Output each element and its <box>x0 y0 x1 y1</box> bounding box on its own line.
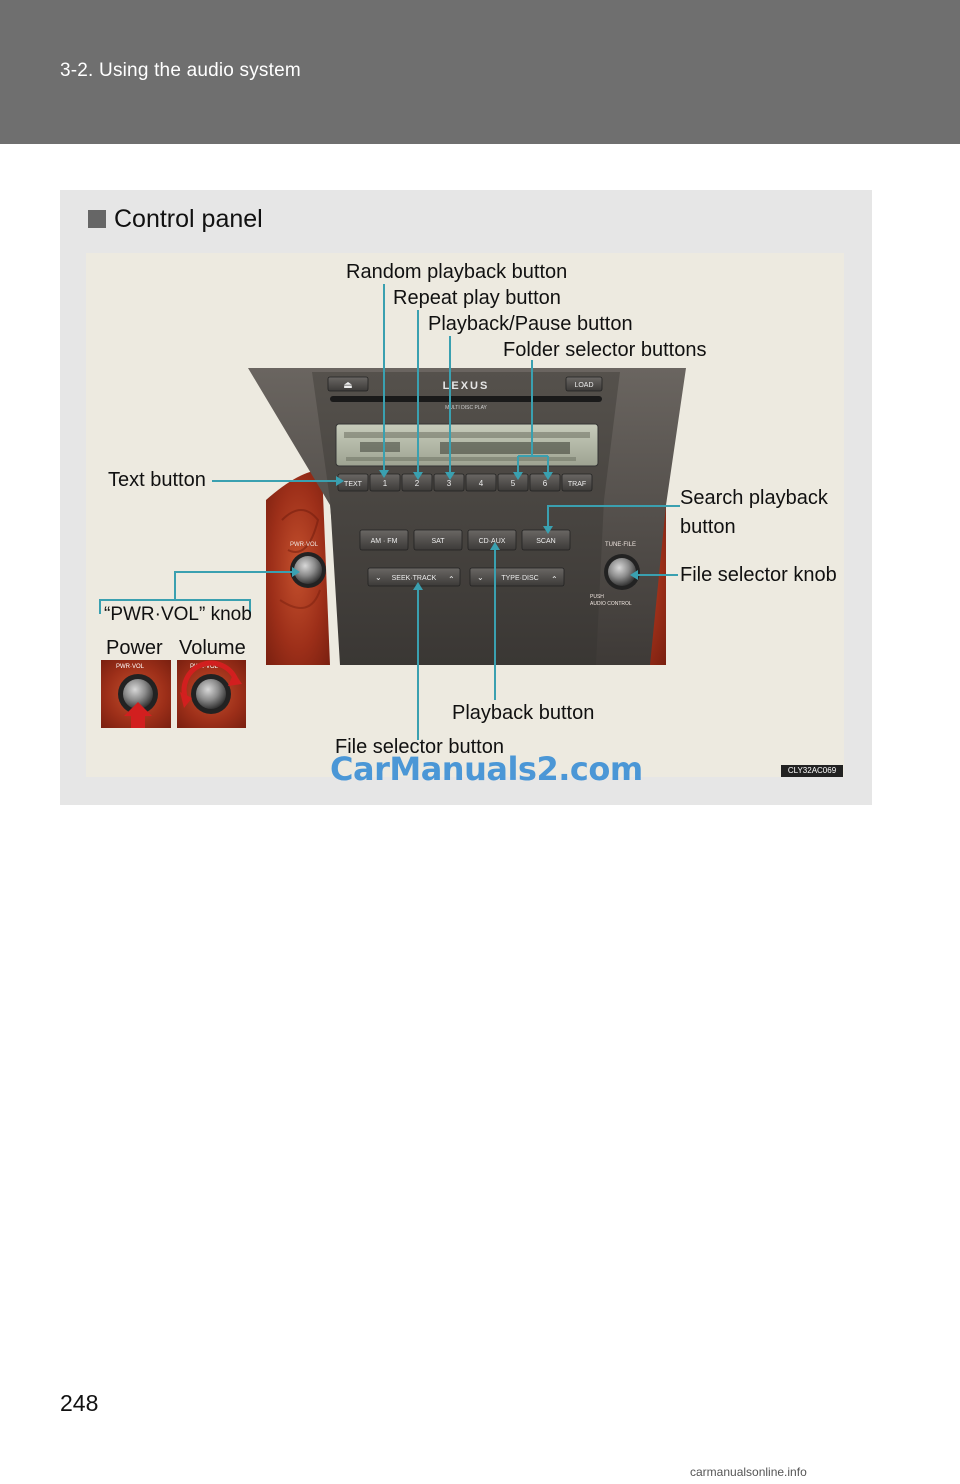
chevron-up-icon: ⌃ <box>448 575 455 584</box>
folder-selector-label: Folder selector buttons <box>503 339 707 361</box>
file-selector-button-label: File selector button <box>335 736 504 758</box>
am-fm-button[interactable] <box>359 529 409 551</box>
eject-icon: ⏏ <box>343 380 352 391</box>
load-button[interactable] <box>565 376 603 392</box>
panel-title: Control panel <box>88 205 263 234</box>
power-inset-label: PWR·VOL <box>116 664 145 670</box>
file-selector-knob-label: File selector knob <box>680 564 837 586</box>
press-arrow-icon <box>124 702 152 728</box>
random-playback-label: Random playback button <box>346 261 568 283</box>
type-disc-label: TYPE·DISC <box>501 575 538 582</box>
traf-label: TRAF <box>568 481 586 488</box>
callout-arrowheads <box>292 470 638 590</box>
pwr-vol-knob[interactable] <box>294 556 322 584</box>
preset-row: TEXT 1 2 3 4 5 6 TRAF <box>337 473 593 492</box>
preset-1-label: 1 <box>383 479 388 488</box>
push-label: PUSH <box>590 594 604 600</box>
power-label: Power <box>106 637 163 659</box>
am-fm-label: AM · FM <box>371 538 398 545</box>
rotate-arrow-icon <box>181 660 239 701</box>
cd-aux-label: CD·AUX <box>479 538 506 545</box>
preset-3-label: 3 <box>447 479 452 488</box>
watermark: CarManuals2.com <box>330 750 643 788</box>
playback-button-label: Playback button <box>452 702 595 724</box>
chevron-down-icon: ⌄ <box>477 573 484 582</box>
page-header: 3-2. Using the audio system <box>0 0 960 144</box>
eject-button[interactable] <box>327 376 369 392</box>
chevron-down-icon: ⌄ <box>375 573 382 582</box>
search-playback-label-2: button <box>680 516 736 538</box>
figure-code: CLY32AC069 <box>781 765 843 777</box>
volume-inset-label: PWR·VOL <box>190 664 219 670</box>
square-bullet-icon <box>88 210 106 228</box>
panel-title-text: Control panel <box>114 205 263 233</box>
preset-4-button[interactable] <box>465 473 497 492</box>
callout-lines <box>99 284 680 740</box>
page-number: 248 <box>60 1390 99 1416</box>
scan-label: SCAN <box>536 538 555 545</box>
unit-face <box>312 372 620 665</box>
sat-label: SAT <box>431 538 445 545</box>
brand-logo: LEXUS <box>443 380 490 392</box>
preset-5-label: 5 <box>511 479 516 488</box>
text-button-callout: Text button <box>108 469 206 491</box>
sat-button[interactable] <box>413 529 463 551</box>
volume-label: Volume <box>179 637 246 659</box>
multi-disc-label: MULTI DISC PLAY <box>445 405 487 411</box>
seek-track-button[interactable] <box>367 567 461 587</box>
load-label: LOAD <box>574 382 593 389</box>
traf-button[interactable] <box>561 473 593 492</box>
type-disc-button[interactable] <box>469 567 565 587</box>
tune-file-knob[interactable] <box>608 558 636 586</box>
preset-5-button[interactable] <box>497 473 529 492</box>
section-breadcrumb: 3-2. Using the audio system <box>60 60 301 81</box>
pwr-vol-label: PWR·VOL <box>290 542 319 548</box>
search-playback-label-1: Search playback <box>680 487 828 509</box>
repeat-play-label: Repeat play button <box>393 287 561 309</box>
text-button-label: TEXT <box>344 481 363 488</box>
footer-site: carmanualsonline.info <box>690 1465 807 1479</box>
preset-6-label: 6 <box>543 479 548 488</box>
tune-file-label: TUNE·FILE <box>605 542 636 548</box>
pwr-vol-knob-label: “PWR·VOL” knob <box>104 604 252 625</box>
playback-pause-label: Playback/Pause button <box>428 313 633 335</box>
disc-slot <box>330 396 602 402</box>
seek-track-label: SEEK·TRACK <box>392 575 437 582</box>
chevron-up-icon: ⌃ <box>551 575 558 584</box>
preset-4-label: 4 <box>479 479 484 488</box>
audio-control-label: AUDIO CONTROL <box>590 601 632 607</box>
preset-2-label: 2 <box>415 479 420 488</box>
